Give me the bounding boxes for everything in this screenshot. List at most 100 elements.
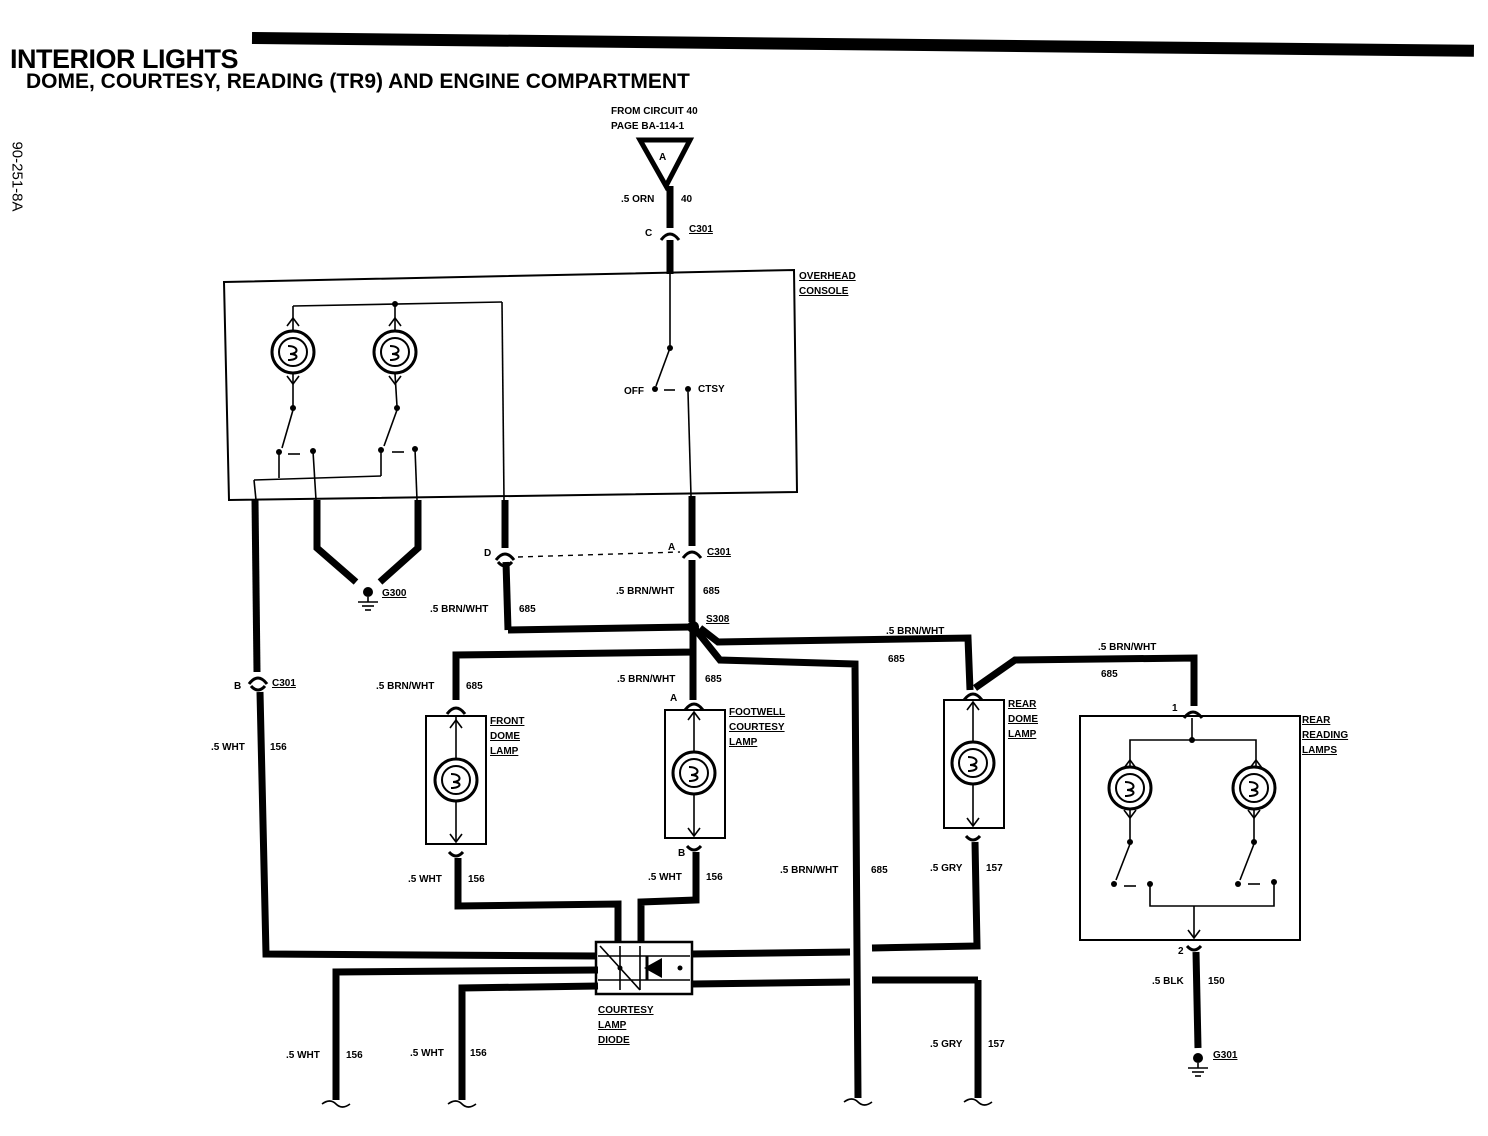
pin-b-c301: B [234,681,241,692]
console-bulb-right-icon [372,329,418,375]
wire-segment [687,827,701,838]
brn-wht-footwell: .5 BRN/WHT [617,674,675,685]
c156-left: 156 [270,742,287,753]
footwell-label-1: FOOTWELL [729,707,785,718]
gry-rear-dome: .5 GRY [930,863,963,874]
g301-label: G301 [1213,1050,1238,1061]
overhead-label-2: CONSOLE [799,286,849,297]
wire-segment [691,948,851,958]
wire-segment [693,627,862,1099]
wire-segment [447,1100,477,1108]
wire-segment [454,858,622,944]
console-switch-icon [652,274,692,497]
c301-c-connector-icon [659,232,681,242]
wire-segment [452,627,697,700]
c301-left: C301 [272,678,296,689]
wire-segment [1129,739,1257,766]
pin-b-footwell: B [678,848,685,859]
diode-label-2: LAMP [598,1020,627,1031]
c157-bottom: 157 [988,1039,1005,1050]
wire-segment [966,817,980,828]
wire-segment [1127,839,1133,845]
c301-mid: C301 [707,547,731,558]
rear-dome-label-2: DOME [1008,714,1038,725]
wire-segment [414,448,418,501]
c301-dashed-link [517,551,681,558]
page-title: INTERIOR LIGHTS [10,44,239,74]
wire-segment [697,625,974,691]
source-letter: A [659,152,666,163]
c156-footwell: 156 [706,872,723,883]
wire-segment [687,391,692,497]
wire-segment [871,841,981,952]
pin-1: 1 [1172,703,1178,714]
wire-segment [507,623,691,634]
wire-segment [685,844,703,852]
wire-segment [1235,881,1241,887]
c301-d-connector-icon [494,552,516,562]
off-label: OFF [624,386,644,397]
pin-a-c301: A [668,542,675,553]
brn-wht-front-dome: .5 BRN/WHT [376,681,434,692]
wire-segment [256,691,599,960]
rear-dome-bulb-icon [950,740,996,786]
rear-dome-label-1: REAR [1008,699,1037,710]
wire-segment [249,684,267,692]
wire-segment [449,833,463,844]
c685-engine: 685 [871,865,888,876]
wire-segment [691,978,851,988]
wire-segment [1123,758,1137,769]
wire-segment [1192,951,1202,1049]
pin-c: C [645,228,652,239]
page-subtitle: DOME, COURTESY, READING (TR9) AND ENGINE… [26,70,690,93]
s308-label: S308 [706,614,730,625]
wire-segment [501,301,505,501]
c685-footwell: 685 [705,674,722,685]
courtesy-lamp-diode-icon [594,940,694,996]
wire-segment [1187,929,1201,940]
wire-segment [312,450,317,501]
wire-segment [377,500,422,585]
c685-rear-read: 685 [1101,669,1118,680]
overhead-console-box [222,268,799,502]
c301-top: C301 [689,224,713,235]
rear-dome-box [943,699,1005,829]
wire-segment [1111,881,1117,887]
c301-a-connector-icon [681,550,703,560]
wire-segment [332,966,599,1100]
wire-segment [313,500,359,585]
g301-ground-icon [1187,1052,1209,1077]
wire-segment [599,945,641,991]
gry-bottom: .5 GRY [930,1039,963,1050]
diode-label-3: DIODE [598,1035,630,1046]
rear-reading-label-3: LAMPS [1302,745,1337,756]
wire-segment [321,1100,351,1108]
rear-reading-bulb-left-icon [1107,765,1153,811]
front-dome-connector-icon [445,706,467,716]
wire-segment [843,1098,873,1106]
rear-reading-bulb-right-icon [1231,765,1277,811]
ctsy-label: CTSY [698,384,725,395]
wire-segment [1115,843,1131,881]
pin-2: 2 [1178,946,1184,957]
wire-segment [655,347,671,387]
wht-footwell: .5 WHT [648,872,682,883]
rear-dome-label-3: LAMP [1008,729,1037,740]
c156-bottom-1: 156 [346,1050,363,1061]
wht-bottom-2: .5 WHT [410,1048,444,1059]
blk-rear-reading: .5 BLK [1152,976,1184,987]
wire-segment [458,982,599,1100]
console-bulbs [253,301,505,501]
g300-label: G300 [382,588,407,599]
wire-segment [1251,839,1257,845]
brn-wht-rear-dome: .5 BRN/WHT [886,626,944,637]
source-line2: PAGE BA-114-1 [611,121,685,132]
wire-segment [286,316,300,327]
brn-wht-mid: .5 BRN/WHT [616,586,674,597]
wire-segment [392,301,398,307]
wire-40-color: .5 ORN [621,194,654,205]
pin-a-footwell: A [670,693,677,704]
g300-ground-icon [357,586,379,611]
wire-segment [966,700,980,711]
wire-segment [447,850,465,858]
